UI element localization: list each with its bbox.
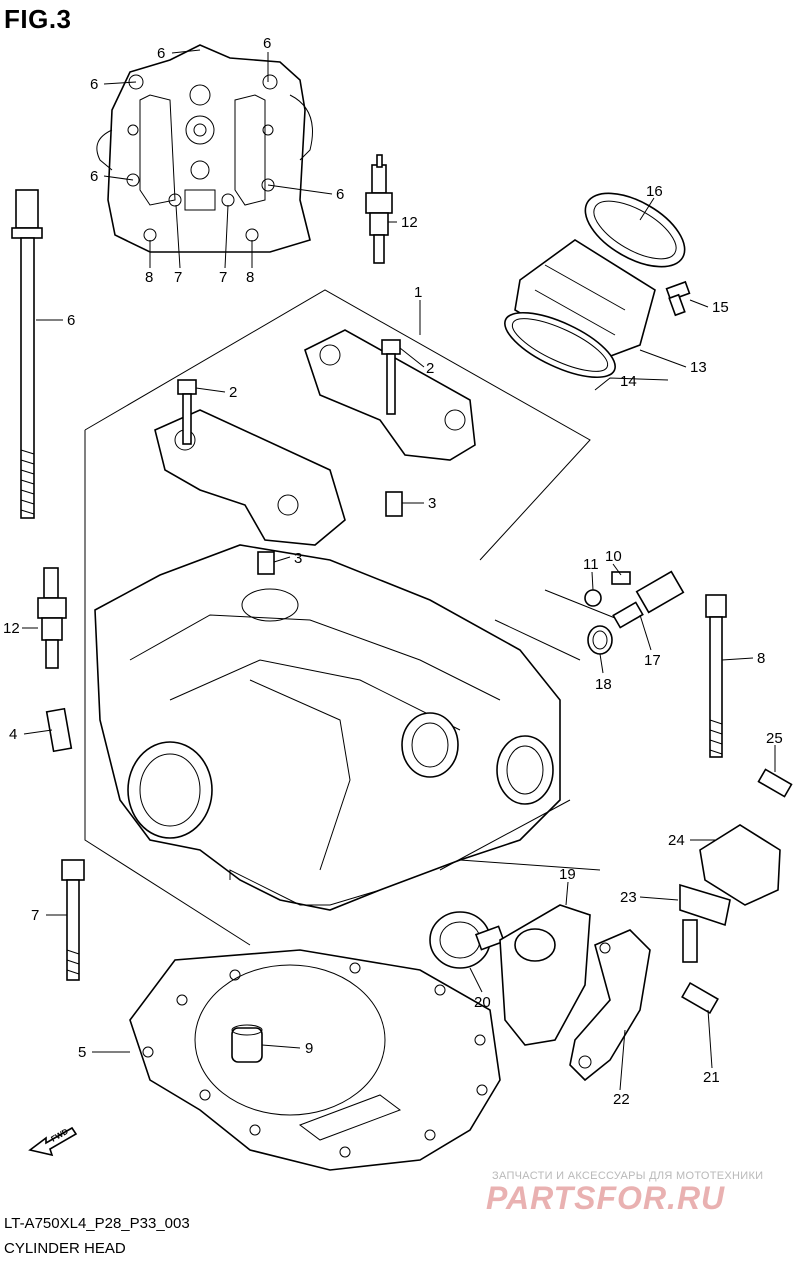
forward-arrow: FWD <box>28 1127 78 1157</box>
cylinder-head-body <box>84 289 621 946</box>
callout-6: 6 <box>90 168 98 185</box>
diagram-code: LT-A750XL4_P28_P33_003 <box>4 1215 190 1232</box>
holder-bolts <box>177 339 403 575</box>
callout-6: 6 <box>263 35 271 52</box>
callout-1: 1 <box>414 284 422 301</box>
callout-24: 24 <box>668 832 685 849</box>
watermark-logo: PARTSFOR.RU <box>486 1180 726 1216</box>
callout-25: 25 <box>766 730 783 747</box>
callout-21: 21 <box>703 1069 720 1086</box>
figure-title: FIG.3 <box>4 4 72 34</box>
callout-12: 12 <box>401 214 418 231</box>
callout-10: 10 <box>605 548 622 565</box>
callout-17: 17 <box>644 652 661 669</box>
callout-7: 7 <box>219 269 227 286</box>
watermark-tagline: ЗАПЧАСТИ И АКСЕССУАРЫ ДЛЯ МОТОТЕХНИКИ <box>492 1170 764 1182</box>
callout-9: 9 <box>305 1040 313 1057</box>
callout-7: 7 <box>31 907 39 924</box>
callout-22: 22 <box>613 1091 630 1108</box>
callout-8: 8 <box>757 650 765 667</box>
callout-18: 18 <box>595 676 612 693</box>
head-gasket <box>129 949 501 1171</box>
intake-pipe-assembly <box>504 192 691 379</box>
stud-bolt-right <box>705 594 727 758</box>
leader-lines <box>22 49 776 1091</box>
callout-16: 16 <box>646 183 663 200</box>
callout-11: 11 <box>583 556 599 573</box>
callout-6: 6 <box>157 45 165 62</box>
callout-15: 15 <box>712 299 729 316</box>
head-top-view <box>96 44 313 253</box>
callout-labels: 6 6 6 6 6 8 7 7 8 12 16 15 13 14 1 6 2 2… <box>3 35 783 1108</box>
callout-3: 3 <box>294 550 302 567</box>
bolt-7-lower <box>61 859 85 981</box>
callout-4: 4 <box>9 726 17 743</box>
callout-23: 23 <box>620 889 637 906</box>
callout-14: 14 <box>620 373 637 390</box>
callout-6: 6 <box>90 76 98 93</box>
callout-13: 13 <box>690 359 707 376</box>
callout-19: 19 <box>559 866 576 883</box>
callout-8: 8 <box>145 269 153 286</box>
diagram-title: CYLINDER HEAD <box>4 1240 126 1257</box>
callout-2: 2 <box>229 384 237 401</box>
callout-2: 2 <box>426 360 434 377</box>
callout-6: 6 <box>67 312 75 329</box>
spark-plug-top <box>365 154 393 264</box>
callout-12: 12 <box>3 620 20 637</box>
spark-plug-left <box>37 567 73 753</box>
thermostat-housing-assembly <box>429 768 793 1082</box>
long-stud-bolt <box>11 189 43 519</box>
callout-5: 5 <box>78 1044 86 1061</box>
callout-20: 20 <box>474 994 491 1011</box>
callout-8: 8 <box>246 269 254 286</box>
temp-sensor-fittings <box>584 570 685 655</box>
callout-3: 3 <box>428 495 436 512</box>
callout-6: 6 <box>336 186 344 203</box>
callout-7: 7 <box>174 269 182 286</box>
